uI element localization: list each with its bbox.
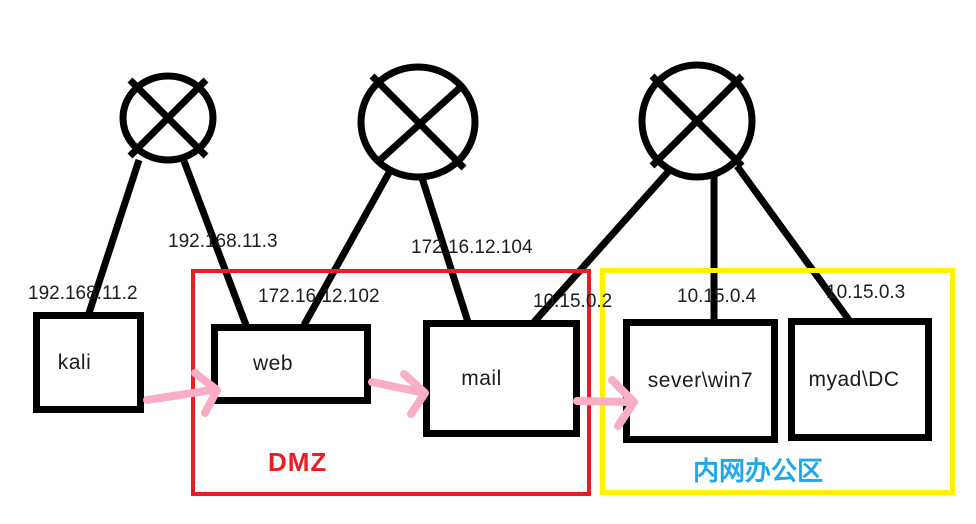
router-icon — [357, 63, 479, 181]
link-router3-myad — [734, 163, 852, 323]
node-sever-win7: sever\win7 — [623, 319, 778, 443]
attack-arrow-kali-web — [143, 369, 221, 417]
ip-label-mail: 10.15.0.2 — [533, 291, 613, 312]
ip-label-kali: 192.168.11.2 — [28, 283, 138, 304]
ip-label-web-uplink: 192.168.11.3 — [168, 231, 278, 252]
router-icon — [638, 61, 756, 181]
node-myad-label: myad\DC — [808, 367, 900, 391]
node-sever-label: sever\win7 — [647, 369, 754, 392]
intranet-zone-label: 内网办公区 — [693, 456, 824, 486]
ip-label-web: 172.16.12.102 — [258, 286, 380, 307]
ip-label-myad: 10.15.0.3 — [826, 282, 906, 303]
dmz-zone — [191, 269, 591, 496]
node-myad-dc: myad\DC — [788, 318, 932, 441]
link-router2-mail — [418, 176, 472, 324]
node-web: web — [211, 324, 371, 404]
router-icon — [119, 72, 217, 164]
node-mail: mail — [423, 320, 580, 437]
intranet-zone — [600, 268, 955, 495]
link-router2-web — [300, 167, 395, 327]
node-kali: kali — [33, 312, 144, 413]
ip-label-sever: 10.15.0.4 — [677, 286, 757, 307]
node-mail-label: mail — [461, 366, 502, 390]
link-router1-kali — [85, 158, 143, 315]
link-router1-web — [180, 159, 250, 327]
attack-arrow-web-mail — [368, 370, 429, 418]
link-router3-mail — [531, 160, 679, 325]
node-web-label: web — [252, 352, 294, 375]
attack-arrow-mail-sever — [573, 376, 638, 430]
ip-label-mail-uplink: 172.16.12.104 — [411, 237, 533, 258]
link-lines — [85, 158, 852, 327]
node-kali-label: kali — [57, 350, 92, 374]
dmz-zone-label: DMZ — [268, 447, 328, 477]
